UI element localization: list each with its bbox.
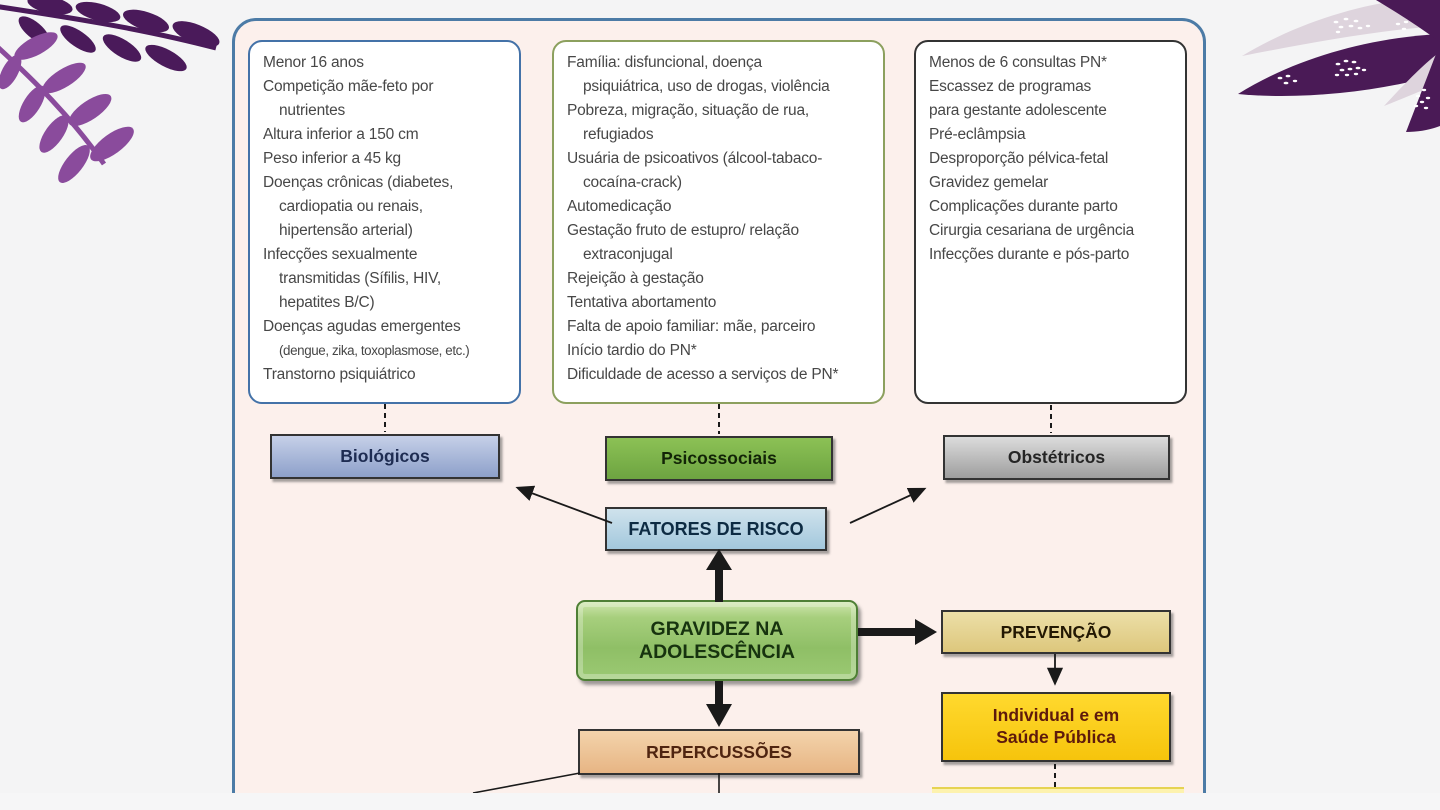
risk-list-line: Rejeição à gestação bbox=[567, 270, 704, 287]
risk-list-line: Início tardio do PN* bbox=[567, 342, 697, 359]
risk-list-line: Dificuldade de acesso a serviços de PN* bbox=[567, 366, 839, 383]
label-biologicos: Biológicos bbox=[270, 434, 500, 479]
risk-list-line: Gestação fruto de estupro/ relação bbox=[567, 222, 799, 239]
risk-list-line: nutrientes bbox=[279, 102, 346, 119]
risk-list-line: cardiopatia ou renais, bbox=[279, 198, 423, 215]
cutoff-box-sliver bbox=[932, 787, 1184, 797]
leaf-branch-decoration bbox=[0, 0, 220, 183]
label-psicossociais: Psicossociais bbox=[605, 436, 833, 481]
dark-branch bbox=[0, 0, 220, 72]
risk-list-line: Desproporção pélvica-fetal bbox=[929, 150, 1109, 167]
risk-list-line: hepatites B/C) bbox=[279, 294, 375, 311]
node-gravidez-na-adolescencia: GRAVIDEZ NA ADOLESCÊNCIA bbox=[576, 600, 858, 681]
risk-list-line: Família: disfuncional, doença bbox=[567, 54, 762, 71]
risk-list-line: Tentativa abortamento bbox=[567, 294, 717, 311]
label-obstetricos: Obstétricos bbox=[943, 435, 1170, 480]
risk-list-line: Infecções sexualmente bbox=[263, 246, 418, 263]
risk-list-line: Usuária de psicoativos (álcool-tabaco- bbox=[567, 150, 823, 167]
risk-list-line: Pobreza, migração, situação de rua, bbox=[567, 102, 809, 119]
risk-list-line: Escassez de programas bbox=[929, 78, 1092, 95]
petal-dots bbox=[1277, 17, 1431, 110]
risk-list-line: Doenças crônicas (diabetes, bbox=[263, 174, 454, 191]
node-repercussoes: REPERCUSSÕES bbox=[578, 729, 860, 775]
risk-list-line: extraconjugal bbox=[583, 246, 673, 263]
risk-list-line: Automedicação bbox=[567, 198, 672, 215]
petals bbox=[1238, 0, 1440, 132]
risk-list-line: psiquiátrica, uso de drogas, violência bbox=[583, 78, 830, 95]
risk-list-line: Doenças agudas emergentes bbox=[263, 318, 461, 335]
node-individual-saude-publica: Individual e em Saúde Pública bbox=[941, 692, 1171, 762]
risk-list-line: para gestante adolescente bbox=[929, 102, 1107, 119]
psychosocial-risk-list: Família: disfuncional, doença psiquiátric… bbox=[552, 40, 885, 404]
risk-list-line: Infecções durante e pós-parto bbox=[929, 246, 1130, 263]
risk-list-line: cocaína-crack) bbox=[583, 174, 682, 191]
light-branch bbox=[0, 32, 134, 183]
risk-list-line: Peso inferior a 45 kg bbox=[263, 150, 401, 167]
node-fatores-de-risco: FATORES DE RISCO bbox=[605, 507, 827, 551]
risk-list-line: Transtorno psiquiátrico bbox=[263, 366, 416, 383]
risk-list-line: Cirurgia cesariana de urgência bbox=[929, 222, 1135, 239]
risk-list-line: Menor 16 anos bbox=[263, 54, 364, 71]
obstetric-risk-list: Menos de 6 consultas PN* Escassez de prog… bbox=[914, 40, 1187, 404]
risk-list-line: refugiados bbox=[583, 126, 654, 143]
risk-list-line: (dengue, zika, toxoplasmose, etc.) bbox=[279, 343, 470, 358]
node-prevencao: PREVENÇÃO bbox=[941, 610, 1171, 654]
petal-flower-decoration bbox=[1238, 0, 1440, 132]
risk-list-line: Pré-eclâmpsia bbox=[929, 126, 1026, 143]
risk-list-line: Gravidez gemelar bbox=[929, 174, 1049, 191]
risk-list-line: hipertensão arterial) bbox=[279, 222, 413, 239]
risk-list-line: Complicações durante parto bbox=[929, 198, 1118, 215]
risk-list-line: Competição mãe-feto por bbox=[263, 78, 434, 95]
risk-list-line: Altura inferior a 150 cm bbox=[263, 126, 419, 143]
risk-list-line: transmitidas (Sífilis, HIV, bbox=[279, 270, 441, 287]
risk-list-line: Falta de apoio familiar: mãe, parceiro bbox=[567, 318, 816, 335]
page-margin-bottom bbox=[0, 793, 1440, 810]
risk-list-line: Menos de 6 consultas PN* bbox=[929, 54, 1107, 71]
